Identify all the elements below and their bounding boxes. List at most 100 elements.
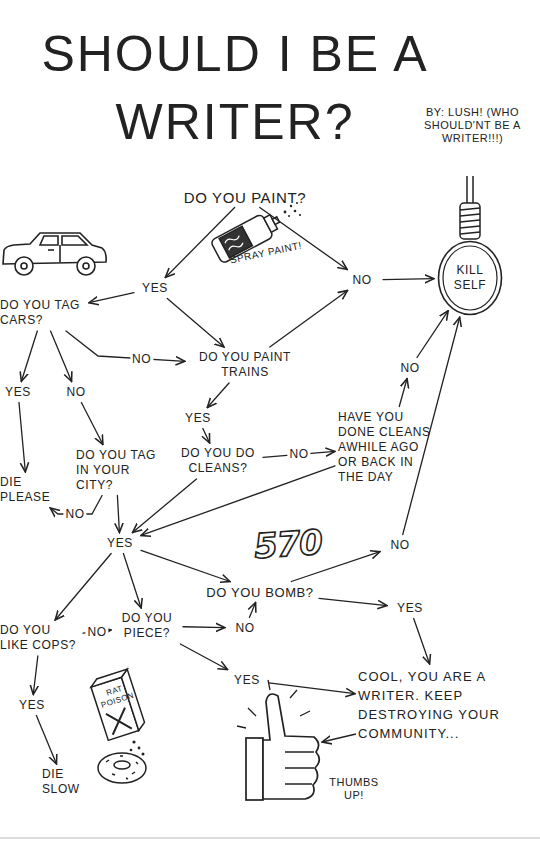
question-text: DO YOU LIKE COPS? bbox=[0, 623, 80, 653]
flow-arrow bbox=[414, 619, 430, 665]
knot-coils bbox=[460, 208, 480, 234]
outcome-text: COOL, YOU ARE A WRITER. KEEP DESTROYING … bbox=[358, 667, 530, 743]
graffiti-tag: 570 bbox=[242, 521, 335, 568]
flow-arrow bbox=[89, 293, 134, 303]
outcome-text: DIE PLEASE bbox=[0, 475, 54, 505]
flow-arrow bbox=[383, 278, 434, 280]
flow-arrow bbox=[21, 331, 37, 382]
node-text: DO YOU DO CLEANS? bbox=[176, 446, 260, 476]
pellet bbox=[130, 749, 133, 752]
answer-text: NO bbox=[383, 538, 417, 553]
node-text: NO bbox=[383, 538, 417, 553]
flow-arrow bbox=[81, 403, 103, 445]
hand-fist bbox=[263, 694, 319, 799]
edge-label: NO bbox=[63, 507, 86, 521]
finger-lines bbox=[285, 752, 314, 784]
node-text: DIE SLOW bbox=[42, 767, 86, 797]
noose-rope bbox=[460, 176, 480, 239]
node-text: YES bbox=[180, 411, 216, 426]
flow-arrow bbox=[183, 626, 225, 628]
node-text: COOL, YOU ARE A WRITER. KEEP DESTROYING … bbox=[358, 667, 530, 743]
hand-cuff bbox=[246, 738, 263, 800]
car-hub bbox=[83, 263, 89, 269]
noose-knot bbox=[460, 203, 480, 239]
node-text: YES bbox=[390, 601, 430, 616]
flow-arrow bbox=[55, 554, 111, 621]
node-text: NO bbox=[228, 621, 262, 636]
flow-arrow bbox=[319, 598, 387, 605]
car-wheel bbox=[77, 257, 95, 275]
illustration-caption: THUMBS UP! bbox=[326, 776, 382, 802]
answer-text: YES bbox=[137, 281, 173, 296]
flow-arrow bbox=[167, 299, 224, 348]
rope-line bbox=[466, 176, 468, 204]
donut-drawing bbox=[98, 753, 146, 783]
node-text: NO bbox=[394, 361, 426, 376]
thumbs-up-drawing bbox=[237, 680, 319, 800]
donut-sprinkles bbox=[106, 756, 138, 779]
flow-arrow bbox=[133, 479, 197, 533]
flow-arrow bbox=[399, 379, 407, 407]
answer-text: NO bbox=[60, 385, 92, 400]
node-text: DO YOU TAG IN YOUR CITY? bbox=[76, 448, 156, 493]
spray-dot bbox=[294, 210, 297, 213]
node-text: DO YOU LIKE COPS? bbox=[0, 623, 80, 653]
spray-dot bbox=[288, 215, 290, 217]
answer-text: NO bbox=[228, 621, 262, 636]
node-text: DO YOU TAG CARS? bbox=[0, 298, 86, 328]
rat-poison-box bbox=[89, 669, 146, 740]
byline-note: BY: LUSH! (WHO SHOULD'NT BE A WRITER!!!) bbox=[410, 106, 535, 146]
flow-arrow bbox=[207, 383, 229, 408]
answer-text: YES bbox=[180, 411, 216, 426]
node-text: NO bbox=[344, 273, 380, 288]
node-text: NO bbox=[60, 385, 92, 400]
page-edge bbox=[0, 838, 540, 839]
node-text: YES bbox=[14, 698, 50, 713]
question-text: DO YOU TAG CARS? bbox=[0, 298, 86, 328]
flow-arrow bbox=[203, 429, 210, 444]
edge-label: NO bbox=[130, 352, 153, 366]
car-drawing bbox=[3, 233, 106, 275]
pellet bbox=[132, 740, 135, 743]
question-text: DO YOU BOMB? bbox=[204, 585, 316, 600]
edge-label: NO bbox=[85, 625, 108, 639]
car-window bbox=[62, 236, 87, 245]
flow-arrow bbox=[33, 656, 38, 695]
flow-arrow bbox=[269, 683, 355, 694]
node-text: YES bbox=[137, 281, 173, 296]
spray-dot bbox=[284, 211, 287, 214]
car-hub bbox=[21, 263, 27, 269]
answer-text: YES bbox=[390, 601, 430, 616]
flow-arrow bbox=[141, 550, 230, 581]
question-text: DO YOU PAINT TRAINS bbox=[188, 350, 302, 380]
title-text: SHOULD I BE A WRITER? bbox=[25, 20, 445, 156]
pellet bbox=[138, 747, 141, 750]
car-door bbox=[59, 245, 61, 262]
box-cross bbox=[106, 708, 132, 735]
loop-inner bbox=[443, 246, 497, 310]
flow-arrow bbox=[51, 331, 72, 382]
flow-arrow bbox=[19, 403, 25, 473]
donut-hole bbox=[114, 761, 130, 769]
spray-dot bbox=[299, 214, 301, 216]
car-wheel bbox=[15, 257, 33, 275]
label-scribble bbox=[224, 234, 244, 252]
answer-text: YES bbox=[228, 673, 266, 688]
leader-arrow bbox=[322, 734, 356, 742]
question-text: HAVE YOU DONE CLEANS AWHILE AGO OR BACK … bbox=[338, 410, 438, 485]
question-text: DO YOU TAG IN YOUR CITY? bbox=[76, 448, 156, 493]
node-text: KILL SELF bbox=[446, 263, 494, 293]
rope-line bbox=[472, 176, 474, 204]
flow-arrow bbox=[249, 603, 255, 618]
answer-text: YES bbox=[2, 385, 34, 400]
answer-text: YES bbox=[14, 698, 50, 713]
flow-arrow bbox=[66, 331, 185, 361]
car-window bbox=[40, 236, 58, 245]
answer-text: NO bbox=[344, 273, 380, 288]
node-text: DO YOU PAINT TRAINS bbox=[188, 350, 302, 380]
node-text: DIE PLEASE bbox=[0, 475, 54, 505]
flow-arrow bbox=[165, 208, 234, 278]
question-text: DO YOU DO CLEANS? bbox=[176, 446, 260, 476]
flow-arrow bbox=[417, 311, 448, 358]
